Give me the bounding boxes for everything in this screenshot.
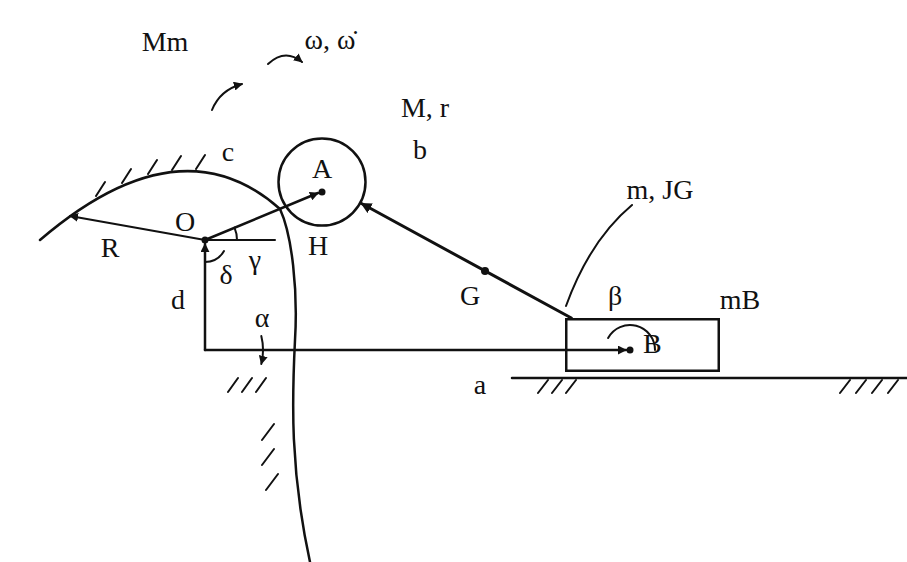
torque-arrow [212, 84, 242, 110]
vector-d [204, 244, 207, 350]
rotation-arrow [268, 55, 302, 64]
label-anchor: a [474, 371, 486, 399]
mass-label: M, r [401, 94, 449, 122]
length-label: b [413, 136, 427, 164]
vector-c [205, 193, 318, 240]
point-label: H [308, 232, 328, 260]
pivot-b [627, 347, 634, 354]
mass-label: mB [720, 286, 760, 314]
pivot-a [319, 189, 326, 196]
label-anchor: m, JG [627, 176, 694, 204]
label-anchor: d [171, 286, 185, 314]
radius-label: R [101, 234, 120, 262]
block-outline [565, 318, 720, 372]
label-anchor: H [308, 232, 328, 260]
label-anchor: G [460, 282, 480, 310]
label-anchor: β [608, 282, 622, 310]
point-label: A [277, 155, 367, 183]
rock-surface [40, 171, 310, 562]
angle-label: β [608, 282, 622, 310]
label-anchor: O [175, 208, 195, 236]
label-anchor: α [255, 304, 270, 332]
wheel-circle: A [277, 137, 367, 227]
label-anchor: R [101, 234, 120, 262]
label-anchor: mB [720, 286, 760, 314]
label-anchor: ω, ω̇ [305, 26, 356, 54]
length-label: a [474, 371, 486, 399]
label-anchor: δ [219, 261, 232, 289]
angle-gamma-arc [235, 228, 238, 240]
ground-hatching [228, 378, 898, 393]
label-anchor: Mm [142, 28, 189, 56]
point-label: G [460, 282, 480, 310]
label-anchor: γ [249, 246, 261, 274]
length-label: c [222, 138, 234, 166]
reference-line [205, 239, 275, 241]
ground-line [512, 377, 907, 380]
label-anchor: M, r [401, 94, 449, 122]
speed-label: ω, ω̇ [305, 26, 356, 54]
angle-label: δ [219, 261, 232, 289]
mass-label: m, JG [627, 176, 694, 204]
pivot-o [202, 237, 209, 244]
block-outline-rect [566, 319, 719, 371]
torque-label: Mm [142, 28, 189, 56]
point-label: B [643, 330, 720, 358]
vector-a [205, 349, 626, 352]
link-rod [362, 204, 572, 318]
label-anchor: c [222, 138, 234, 166]
angle-alpha-arc [261, 336, 263, 364]
slider-block: B [565, 318, 720, 372]
angle-label: γ [249, 246, 261, 274]
label-anchor: b [413, 136, 427, 164]
angle-label: α [255, 304, 270, 332]
point-label: O [175, 208, 195, 236]
surface-hatching [96, 155, 278, 490]
length-label: d [171, 286, 185, 314]
